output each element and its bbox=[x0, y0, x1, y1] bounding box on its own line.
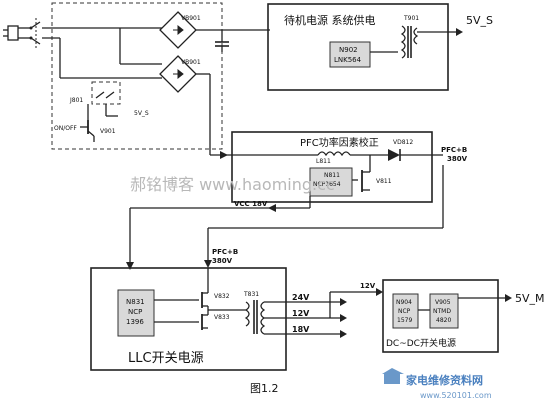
dcdc-chip-2 bbox=[429, 293, 459, 329]
pfc-block: PFC功率因素校正 L811 VD812 N811 NCP1654 V811 bbox=[210, 131, 433, 203]
logo-text: 家电维修资料网 bbox=[406, 373, 483, 387]
standby-output-label: 5V_S bbox=[466, 14, 493, 27]
llc-out-12v: 12V bbox=[292, 309, 310, 318]
bridge1-label: VB901 bbox=[181, 15, 201, 22]
transistor-v901: V901 bbox=[80, 120, 116, 142]
capacitor-icon bbox=[215, 30, 229, 52]
llc-bus-label-1: PFC+B bbox=[212, 248, 238, 256]
bridge-rectifier-1: VB901 bbox=[150, 11, 201, 49]
pfc-inductor: L811 bbox=[316, 151, 351, 165]
standby-chip-line2: LNK564 bbox=[334, 56, 362, 64]
inductor-label: L811 bbox=[316, 158, 331, 165]
relay-label: J801 bbox=[69, 97, 83, 104]
pfc-chip bbox=[309, 167, 353, 197]
pfc-frame bbox=[231, 131, 433, 203]
vcc-label: VCC 18V bbox=[234, 200, 268, 208]
transformer-t901: T901 bbox=[400, 15, 419, 59]
llc-bus-label-2: 380V bbox=[212, 257, 233, 265]
site-logo: 家电维修资料网 www.520101.com bbox=[382, 368, 492, 400]
dcdc-block: N904 NCP 1579 V905 NTMD 4820 DC~DC开关电源 bbox=[382, 279, 499, 353]
llc-frame bbox=[90, 267, 287, 371]
v833-label: V833 bbox=[214, 314, 230, 321]
llc-chip bbox=[117, 289, 155, 337]
standby-power-block: 待机电源 系统供电 N902 LNK564 T901 bbox=[267, 3, 449, 91]
dcdc-frame bbox=[382, 279, 499, 353]
house-icon bbox=[382, 368, 404, 384]
pfc-out-label-2: 380V bbox=[447, 155, 468, 163]
standby-title: 待机电源 系统供电 bbox=[284, 13, 376, 27]
transformer-t831: T831 bbox=[243, 291, 266, 335]
diode-label: VD812 bbox=[393, 139, 413, 146]
relay-j801: J801 bbox=[69, 81, 121, 105]
pfc-title: PFC功率因素校正 bbox=[300, 136, 379, 149]
dcdc-output-label: 5V_M bbox=[515, 292, 545, 305]
llc-out-18v: 18V bbox=[292, 325, 310, 334]
llc-out-24v: 24V bbox=[292, 293, 310, 302]
dcdc-chip1-line2: NCP bbox=[398, 308, 411, 315]
standby-frame bbox=[267, 3, 449, 91]
v832-label: V832 bbox=[214, 293, 230, 300]
onoff-label: ON/OFF bbox=[54, 125, 77, 132]
pfc-chip-line2: NCP1654 bbox=[313, 181, 341, 188]
llc-block: N831 NCP 1396 V832 V833 T831 LL bbox=[90, 267, 287, 371]
ac-plug-icon bbox=[3, 25, 19, 41]
t831-label: T831 bbox=[243, 291, 259, 298]
transistor-label: V901 bbox=[100, 128, 116, 135]
dcdc-chip-1 bbox=[392, 293, 419, 329]
llc-title: LLC开关电源 bbox=[128, 351, 204, 366]
pfc-chip-line1: N811 bbox=[324, 172, 340, 179]
dcdc-chip2-line2: NTMD bbox=[433, 308, 451, 315]
dcdc-title: DC~DC开关电源 bbox=[386, 337, 456, 349]
power-switch-icon bbox=[29, 18, 41, 48]
pfc-out-label-1: PFC+B bbox=[441, 146, 467, 154]
t901-label: T901 bbox=[403, 15, 419, 22]
dcdc-chip1-line1: N904 bbox=[396, 299, 412, 306]
input-section: VB901 VB901 J801 5V_S V901 bbox=[3, 2, 270, 155]
bridge-rectifier-2: VB901 bbox=[150, 55, 201, 93]
standby-chip bbox=[329, 41, 371, 68]
watermark-text: 郝铭博客 www.haoming.cc bbox=[130, 175, 335, 194]
mosfet-v833: V833 bbox=[196, 314, 230, 330]
standby-chip-line1: N902 bbox=[339, 46, 358, 54]
diode-vd812: VD812 bbox=[388, 139, 413, 161]
dcdc-chip2-line3: 4820 bbox=[436, 317, 451, 324]
relay-supply-label: 5V_S bbox=[134, 110, 149, 117]
input-dashed-frame bbox=[51, 2, 223, 150]
figure-caption: 图1.2 bbox=[250, 382, 279, 395]
mosfet-v832: V832 bbox=[196, 292, 230, 308]
bridge2-label: VB901 bbox=[181, 59, 201, 66]
dcdc-chip1-line3: 1579 bbox=[397, 317, 412, 324]
logo-url: www.520101.com bbox=[420, 391, 492, 400]
llc-chip-line2: NCP bbox=[128, 308, 142, 316]
dcdc-input-label: 12V bbox=[360, 282, 376, 290]
pfc-mosfet: V811 bbox=[352, 155, 392, 192]
pfc-fet-label: V811 bbox=[376, 178, 392, 185]
dcdc-chip2-line1: V905 bbox=[435, 299, 451, 306]
llc-chip-line3: 1396 bbox=[126, 318, 144, 326]
llc-chip-line1: N831 bbox=[126, 298, 145, 306]
